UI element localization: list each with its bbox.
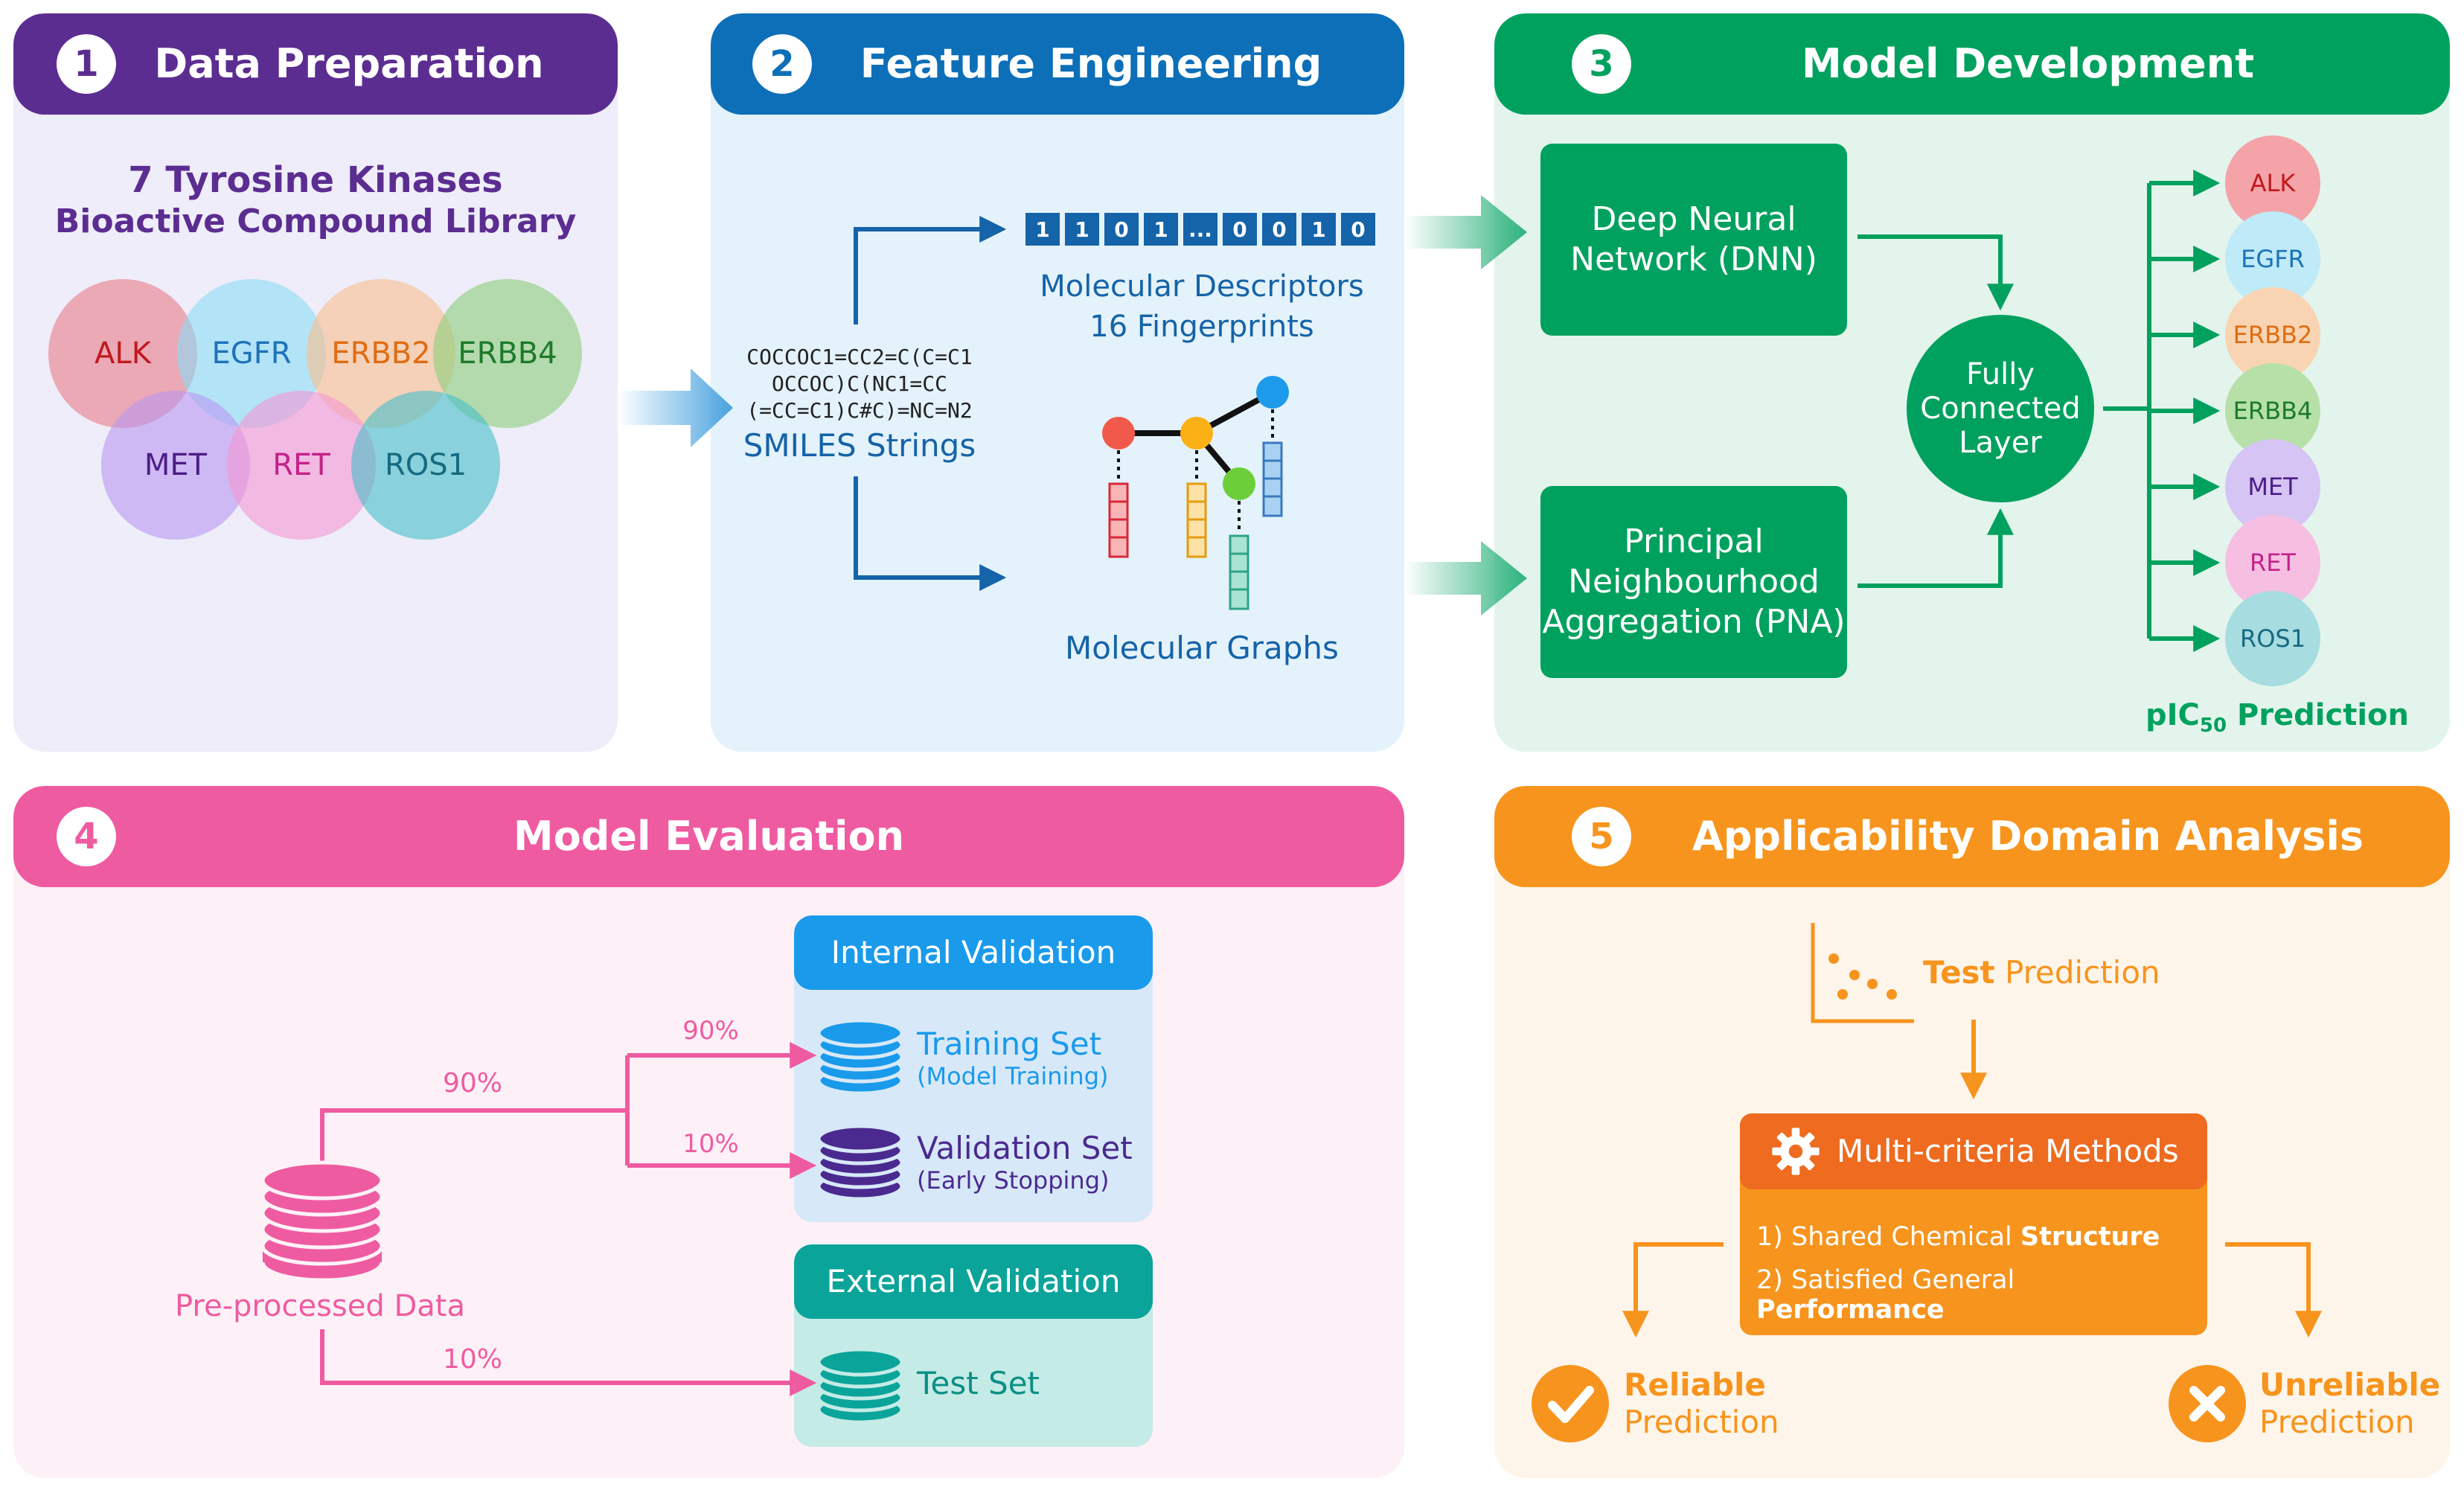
panel-header — [1494, 13, 2450, 115]
reliable-prediction-label: Reliable Prediction — [1624, 1366, 1779, 1441]
internal-validation-title: Internal Validation — [794, 915, 1153, 990]
test-prediction-label: Test Prediction — [1923, 954, 2160, 991]
test-prediction-bold: Test — [1923, 954, 1995, 991]
validation-set-label: Validation Set (Early Stopping) — [917, 1130, 1133, 1195]
training-set-note: (Model Training) — [917, 1062, 1109, 1090]
target-erbb2: ERBB2 — [2225, 287, 2320, 383]
cross-icon — [2169, 1365, 2246, 1442]
smiles-line-1: COCCOC1=CC2=C(C=C1 — [746, 345, 973, 369]
fingerprint-bit: 0 — [1223, 213, 1257, 246]
step-number: 5 — [1572, 807, 1631, 866]
preprocessed-data-label: Pre-processed Data — [175, 1289, 465, 1323]
kinase-circle-ros1: ROS1 — [351, 391, 500, 540]
panel-title: Data Preparation — [154, 40, 544, 87]
smiles-line-2: OCCOC)C(NC1=CC — [771, 371, 947, 396]
library-title: 7 Tyrosine Kinases — [128, 159, 503, 201]
graphs-label: Molecular Graphs — [1065, 630, 1339, 666]
reliable-bold: Reliable — [1624, 1366, 1766, 1403]
panel-title: Model Development — [1801, 40, 2255, 87]
criterion-1-text: 1) Shared Chemical — [1756, 1222, 2020, 1252]
gear-icon — [1772, 1128, 1820, 1175]
target-ros1: ROS1 — [2225, 591, 2320, 686]
fingerprint-bit: 1 — [1144, 213, 1178, 246]
test-set-label: Test Set — [917, 1365, 1040, 1401]
validation-set-name: Validation Set — [917, 1130, 1133, 1166]
smiles-label: SMILES Strings — [743, 427, 976, 464]
pna-line-1: Principal — [1624, 522, 1764, 560]
descriptors-label: Molecular Descriptors — [1040, 269, 1364, 304]
training-set-label: Training Set (Model Training) — [917, 1026, 1108, 1090]
target-erbb4: ERBB4 — [2225, 363, 2320, 458]
pct-main-train: 90% — [442, 1068, 502, 1099]
fingerprints-label: 16 Fingerprints — [1089, 310, 1314, 344]
validation-set-note: (Early Stopping) — [917, 1166, 1110, 1195]
panel-title: Applicability Domain Analysis — [1692, 813, 2364, 860]
pna-line-2: Neighbourhood — [1568, 563, 1820, 601]
fcl-line-3: Layer — [1959, 426, 2042, 460]
dnn-box: Deep Neural Network (DNN) — [1540, 144, 1847, 336]
fcl-line-1: Fully — [1965, 357, 2035, 391]
smiles-line-3: (=CC=C1)C#C)=NC=N2 — [746, 398, 973, 423]
fingerprint-bit: 1 — [1065, 213, 1099, 246]
pic50-subscript: 50 — [2199, 714, 2227, 737]
criterion-2-text: 2) Satisfied General — [1756, 1265, 2015, 1295]
pct-sub-val: 10% — [682, 1129, 739, 1159]
fingerprint-bit: 1 — [1025, 213, 1060, 246]
dnn-line-2: Network (DNN) — [1570, 240, 1817, 278]
step-number: 3 — [1572, 34, 1631, 94]
fingerprint-bit-vector: 1 1 0 1 ... 0 0 1 0 — [1025, 213, 1380, 249]
fingerprint-bit: 0 — [1262, 213, 1296, 246]
panel-title: Feature Engineering — [860, 40, 1322, 87]
panel-header — [13, 786, 1404, 887]
kinase-circle-met: MET — [101, 391, 250, 540]
multi-criteria-header: Multi-criteria Methods — [1740, 1113, 2207, 1189]
fingerprint-bit: ... — [1183, 213, 1217, 246]
unreliable-prediction-label: Unreliable Prediction — [2259, 1366, 2440, 1441]
pct-main-test: 10% — [442, 1344, 502, 1375]
pic50-prediction-label: pIC50 Prediction — [2128, 698, 2426, 737]
pic50-prefix: pIC — [2145, 698, 2200, 732]
kinase-circle-ret: RET — [227, 391, 376, 540]
step-number: 1 — [57, 34, 116, 94]
dnn-line-1: Deep Neural — [1591, 200, 1796, 238]
pna-box: Principal Neighbourhood Aggregation (PNA… — [1540, 486, 1847, 678]
unreliable-bold: Unreliable — [2259, 1366, 2441, 1403]
fingerprint-bit: 0 — [1341, 213, 1375, 246]
kinase-circle-egfr: EGFR — [177, 279, 326, 428]
multi-criteria-box: Multi-criteria Methods 1) Shared Chemica… — [1740, 1113, 2207, 1335]
library-subtitle: Bioactive Compound Library — [54, 202, 577, 240]
pct-sub-train: 90% — [682, 1016, 739, 1046]
fingerprint-bit: 0 — [1104, 213, 1139, 246]
criterion-2-bold: Performance — [1756, 1295, 1945, 1325]
pic50-suffix: Prediction — [2227, 698, 2409, 732]
criterion-1: 1) Shared Chemical Structure — [1756, 1222, 2160, 1252]
criterion-2: 2) Satisfied General Performance — [1756, 1265, 2207, 1325]
check-icon — [1532, 1365, 1609, 1442]
fully-connected-layer: Fully Connected Layer — [1907, 315, 2094, 502]
test-prediction-rest: Prediction — [1994, 954, 2160, 991]
unreliable-rest: Prediction — [2259, 1404, 2415, 1440]
panel-header — [711, 13, 1404, 115]
step-number: 2 — [752, 34, 812, 94]
multi-criteria-title: Multi-criteria Methods — [1837, 1133, 2179, 1169]
step-number: 4 — [57, 807, 116, 866]
pna-line-3: Aggregation (PNA) — [1542, 603, 1846, 641]
panel-title: Model Evaluation — [513, 813, 905, 860]
criterion-1-bold: Structure — [2020, 1222, 2160, 1252]
panel-header — [1494, 786, 2450, 887]
smiles-string: COCCOC1=CC2=C(C=C1 OCCOC)C(NC1=CC (=CC=C… — [733, 344, 986, 424]
reliable-rest: Prediction — [1624, 1404, 1779, 1440]
fingerprint-bit: 1 — [1302, 213, 1336, 246]
fcl-line-2: Connected — [1920, 391, 2081, 426]
training-set-name: Training Set — [917, 1026, 1102, 1062]
external-validation-title: External Validation — [794, 1244, 1153, 1319]
external-validation-box: External Validation — [794, 1244, 1153, 1447]
